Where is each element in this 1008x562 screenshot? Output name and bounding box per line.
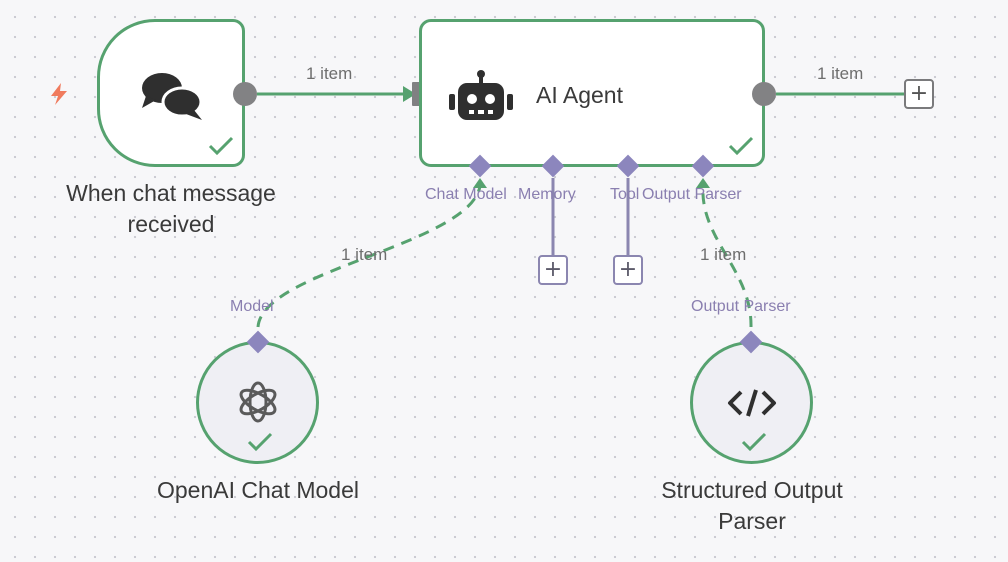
edge-label-model: 1 item bbox=[341, 245, 388, 264]
add-tool-button[interactable]: + bbox=[613, 255, 643, 285]
trigger-node[interactable] bbox=[97, 19, 245, 167]
success-check-icon bbox=[208, 136, 234, 156]
edge-model-to-agent[interactable] bbox=[256, 185, 482, 328]
agent-output-port[interactable] bbox=[752, 82, 776, 106]
add-memory-button[interactable]: + bbox=[538, 255, 568, 285]
port-label-memory: Memory bbox=[518, 186, 576, 203]
ai-agent-node[interactable]: AI Agent bbox=[419, 19, 765, 167]
trigger-output-port[interactable] bbox=[233, 82, 257, 106]
edge-arrowhead bbox=[403, 86, 416, 102]
openai-node-title: OpenAI Chat Model bbox=[156, 477, 359, 503]
success-check-icon bbox=[247, 432, 273, 452]
success-check-icon bbox=[741, 432, 767, 452]
edge-arrowhead bbox=[696, 178, 710, 188]
ai-agent-title: AI Agent bbox=[536, 82, 623, 108]
edge-arrowhead bbox=[473, 178, 487, 188]
openai-chat-model-node[interactable] bbox=[196, 341, 319, 464]
title-line: Structured Output bbox=[661, 477, 843, 503]
edge-parser-to-agent[interactable] bbox=[701, 185, 753, 328]
parser-node-title: Structured Output Parser bbox=[612, 475, 892, 537]
edge-label-parser: 1 item bbox=[700, 245, 747, 264]
structured-output-parser-node[interactable] bbox=[690, 341, 813, 464]
robot-icon bbox=[449, 70, 513, 120]
port-label-chat-model: Chat Model bbox=[425, 186, 507, 203]
trigger-bolt-icon bbox=[51, 83, 67, 105]
port-label-output-parser: Output Parser bbox=[642, 186, 742, 203]
openai-logo-icon bbox=[239, 381, 277, 423]
trigger-node-title: When chat message received bbox=[36, 178, 306, 240]
code-brackets-icon bbox=[728, 389, 776, 417]
chat-bubbles-icon bbox=[142, 73, 203, 120]
port-label-output-parser-node: Output Parser bbox=[691, 298, 791, 315]
title-line: Parser bbox=[718, 508, 786, 534]
port-label-tool: Tool bbox=[610, 186, 640, 203]
port-label-model: Model bbox=[230, 298, 274, 315]
title-line: received bbox=[127, 211, 215, 237]
edge-label-agent-output: 1 item bbox=[817, 64, 864, 83]
add-next-node-button[interactable]: + bbox=[904, 79, 934, 109]
success-check-icon bbox=[728, 136, 754, 156]
edge-label-trigger-agent: 1 item bbox=[306, 64, 353, 83]
title-line: When chat message bbox=[66, 180, 276, 206]
